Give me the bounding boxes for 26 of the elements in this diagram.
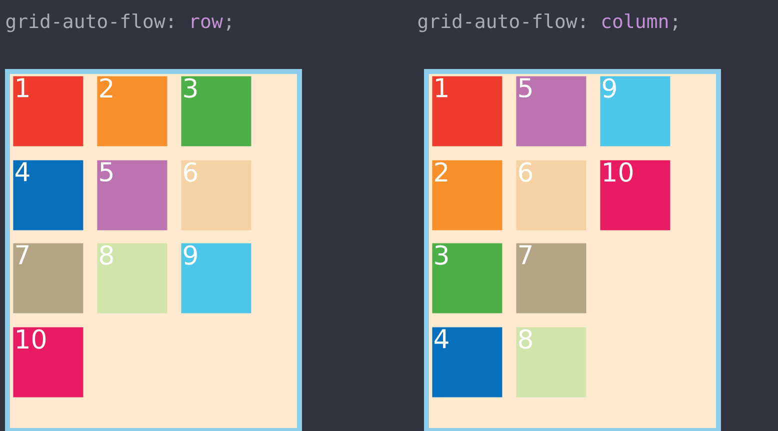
grid-item: 4 [13, 160, 84, 230]
grid-item: 2 [432, 160, 502, 230]
grid-item: 10 [13, 327, 84, 398]
grid-item: 1 [13, 76, 84, 146]
grid-item: 7 [13, 243, 84, 314]
grid-item: 4 [432, 327, 502, 398]
grid-item: 5 [97, 160, 168, 230]
code-text: grid-auto-flow: [6, 13, 172, 32]
grid-item: 3 [432, 243, 502, 314]
code-text: ; [673, 18, 677, 31]
grid-item: 2 [97, 76, 168, 146]
grid-item: 9 [600, 76, 670, 146]
grid-item: 9 [181, 243, 252, 314]
code-text: row [192, 17, 223, 28]
grid-item: 1 [432, 76, 502, 146]
grid-item: 8 [516, 327, 586, 398]
grid-item: 3 [181, 76, 252, 146]
grid-item: 7 [516, 243, 586, 314]
grid-item: 8 [97, 243, 168, 314]
code-text: grid-auto-flow: [418, 13, 584, 32]
grid-item: 6 [181, 160, 252, 230]
grid-item: 10 [600, 160, 670, 230]
code-text: column [602, 13, 668, 28]
grid-item: 5 [516, 76, 586, 146]
code-text: ; [227, 18, 230, 31]
grid-item: 6 [516, 160, 586, 230]
